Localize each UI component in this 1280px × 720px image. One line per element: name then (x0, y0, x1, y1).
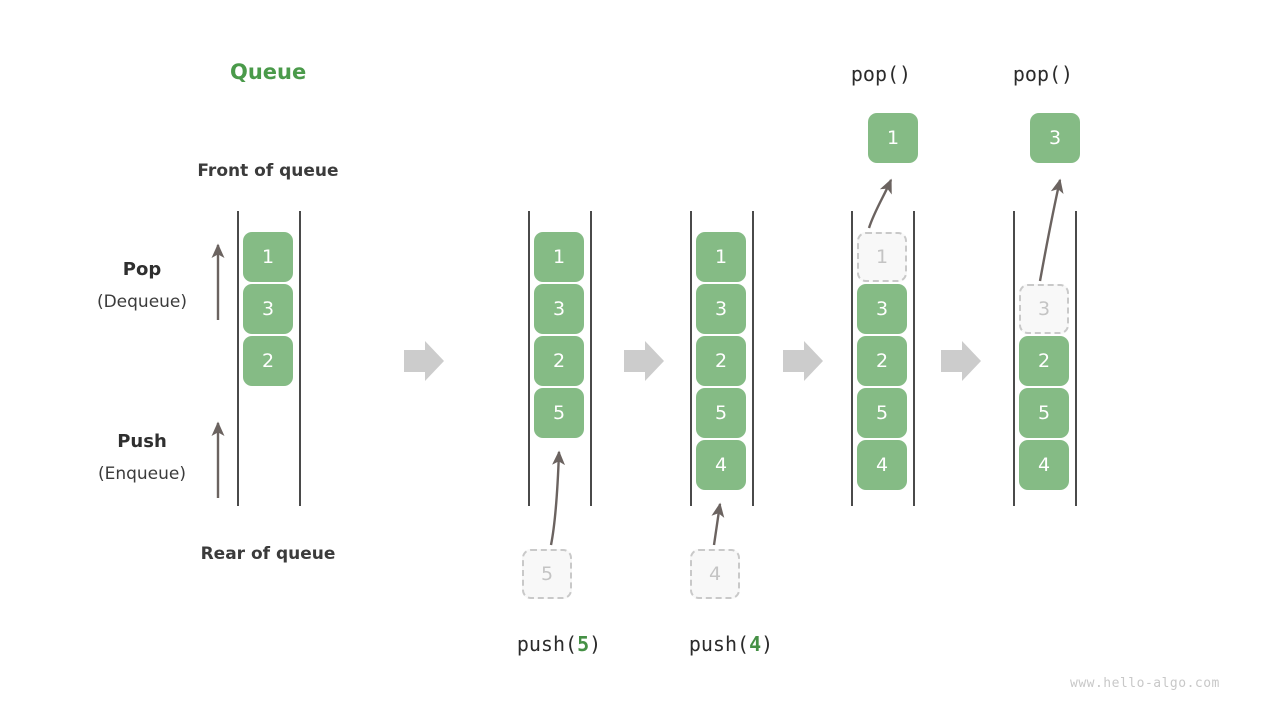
popped-cell: 3 (1030, 113, 1080, 163)
queue-cell: 3 (243, 284, 293, 334)
queue-cell: 3 (696, 284, 746, 334)
popped-cell: 1 (868, 113, 918, 163)
front-of-queue-label: Front of queue (197, 161, 339, 181)
push-sublabel: (Enqueue) (97, 464, 187, 484)
page-title: Queue (230, 60, 307, 84)
queue-cell: 5 (696, 388, 746, 438)
queue-cell: 2 (534, 336, 584, 386)
pop-label: Pop (122, 259, 162, 280)
transition-arrow (404, 341, 444, 381)
rail-left (237, 211, 239, 506)
operation-label-pop-1: pop() (850, 62, 912, 86)
rail-right (299, 211, 301, 506)
rail-left (528, 211, 530, 506)
queue-cell-ghost: 3 (1019, 284, 1069, 334)
rear-of-queue-label: Rear of queue (200, 544, 336, 564)
queue-cell: 1 (696, 232, 746, 282)
incoming-ghost-cell: 4 (690, 549, 740, 599)
rail-right (1075, 211, 1077, 506)
queue-cell: 3 (534, 284, 584, 334)
pop-sublabel: (Dequeue) (96, 292, 188, 312)
op-arg: 5 (577, 632, 590, 656)
queue-cell: 1 (243, 232, 293, 282)
op-suffix: ) (589, 632, 602, 656)
rail-right (913, 211, 915, 506)
op-suffix: ) (761, 632, 774, 656)
queue-cell: 3 (857, 284, 907, 334)
queue-cell: 5 (857, 388, 907, 438)
push-4-motion-arrow (711, 502, 725, 546)
push-label: Push (117, 431, 167, 452)
op-arg: 4 (749, 632, 762, 656)
rail-left (1013, 211, 1015, 506)
queue-cell: 1 (534, 232, 584, 282)
rail-left (690, 211, 692, 506)
queue-cell-ghost: 1 (857, 232, 907, 282)
pop-3-motion-arrow (1038, 178, 1064, 282)
operation-label-push-4: push(4) (631, 632, 831, 656)
watermark: www.hello-algo.com (1070, 676, 1220, 691)
push-5-motion-arrow (549, 450, 566, 546)
rail-right (752, 211, 754, 506)
queue-cell-new: 5 (534, 388, 584, 438)
incoming-ghost-cell: 5 (522, 549, 572, 599)
queue-cell-new: 4 (696, 440, 746, 490)
op-prefix: push( (516, 632, 578, 656)
queue-cell: 5 (1019, 388, 1069, 438)
pop-1-motion-arrow (867, 178, 893, 229)
queue-cell: 2 (696, 336, 746, 386)
transition-arrow (783, 341, 823, 381)
transition-arrow (941, 341, 981, 381)
queue-cell: 2 (857, 336, 907, 386)
queue-cell: 2 (1019, 336, 1069, 386)
queue-cell: 4 (857, 440, 907, 490)
queue-cell: 4 (1019, 440, 1069, 490)
operation-label-pop-3: pop() (1012, 62, 1074, 86)
rail-left (851, 211, 853, 506)
transition-arrow (624, 341, 664, 381)
queue-cell: 2 (243, 336, 293, 386)
rail-right (590, 211, 592, 506)
operation-label-push-5: push(5) (459, 632, 659, 656)
op-prefix: push( (688, 632, 750, 656)
